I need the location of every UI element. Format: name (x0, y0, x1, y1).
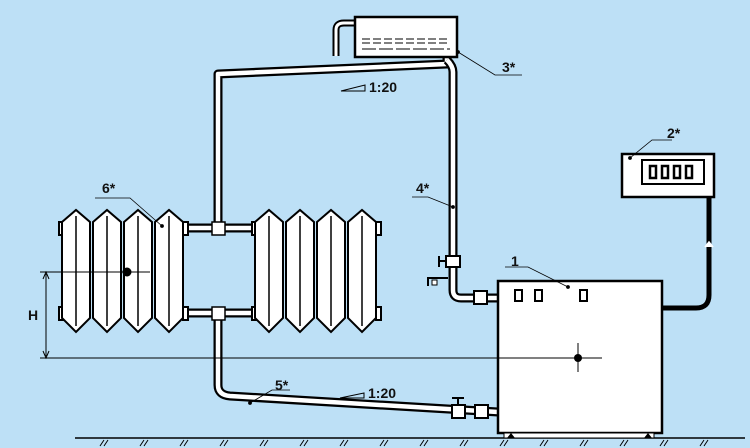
drain-tap-icon (427, 277, 448, 286)
slope-icon (339, 392, 365, 399)
overflow-pipe (332, 19, 356, 56)
fitting (473, 290, 488, 305)
slope-label-bottom: 1:20 (368, 385, 396, 401)
height-dimension (40, 267, 600, 360)
label-height: H (28, 307, 38, 323)
slope-label-top: 1:20 (369, 79, 397, 95)
label-supply-pipe: 4* (416, 180, 430, 196)
label-radiator: 6* (102, 180, 116, 196)
meter-cable (662, 197, 714, 311)
electric-meter (620, 152, 716, 199)
slope-icon (340, 84, 366, 92)
ground-line (75, 437, 745, 447)
radiator-left (58, 208, 189, 334)
label-meter: 2* (667, 125, 681, 141)
expansion-tank (353, 15, 459, 59)
valve-icon (438, 255, 461, 268)
return-pipe-5 (213, 313, 499, 417)
label-return-pipe: 5* (275, 377, 289, 393)
label-expansion-tank: 3* (502, 59, 516, 75)
supply-pipe-top (213, 56, 452, 230)
supply-pipe-4 (443, 56, 498, 303)
leader-lines (95, 50, 672, 405)
label-boiler: 1 (511, 253, 519, 269)
radiator-right (251, 208, 382, 334)
boiler (496, 279, 664, 439)
radiator-connections (185, 221, 252, 321)
return-valve-icon (451, 397, 489, 419)
